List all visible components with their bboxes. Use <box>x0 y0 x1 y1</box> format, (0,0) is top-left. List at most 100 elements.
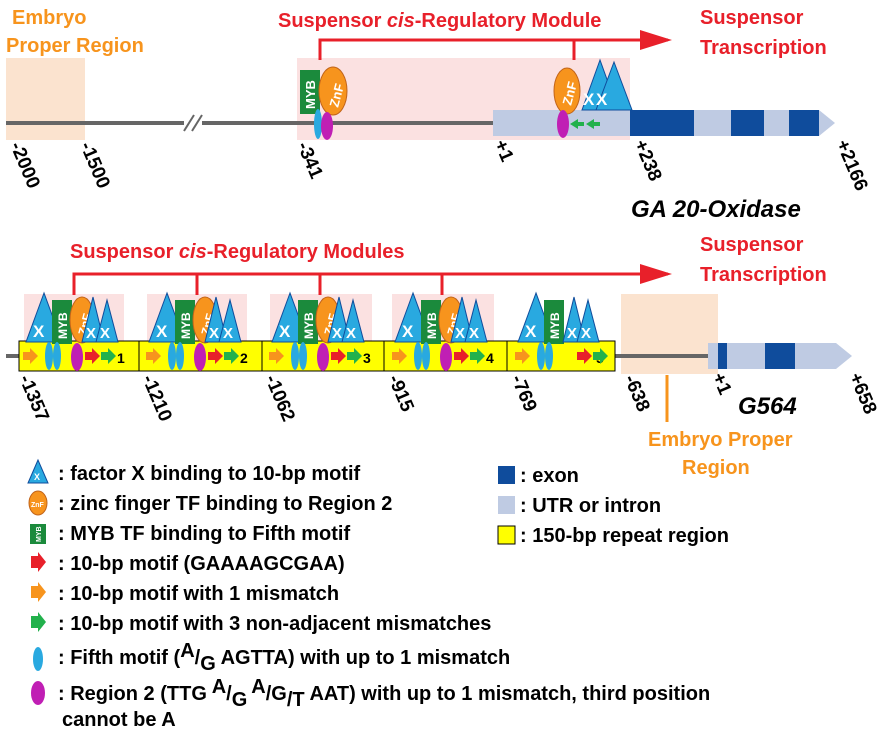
bottom-transcription-arrowhead <box>640 264 672 284</box>
top-module-bracket <box>318 38 576 60</box>
top-factors-gene: X X ZnF <box>553 58 633 138</box>
znf-tf-label: ZnF <box>326 82 347 109</box>
bottom-pos-label: -915 <box>383 372 417 416</box>
bottom-embryo-region-box <box>621 294 718 374</box>
legend-region2-text-line2: cannot be A <box>62 709 176 731</box>
legend-region2-text: : Region 2 (TTG A/GA/G/T AAT) with up to… <box>58 676 710 711</box>
orange-arrow <box>392 348 407 364</box>
fifth-motif <box>299 342 307 370</box>
myb-tf <box>298 300 318 344</box>
top-factors-341: MYB ZnF <box>300 66 348 140</box>
legend-item-text: : factor X binding to 10-bp motif <box>58 463 361 485</box>
green-arrow <box>586 119 600 129</box>
top-break-mark-1 <box>183 114 195 132</box>
legend-item-text: : 10-bp motif (GAAAAGCGAA) <box>58 553 345 575</box>
bottom-pos-label: -1210 <box>137 372 175 425</box>
bottom-pos-label: -769 <box>506 372 540 415</box>
factor-x-label: X <box>346 325 356 342</box>
region2-motif <box>557 110 569 138</box>
region2-motif <box>194 343 206 371</box>
top-pos-label: -2000 <box>5 139 43 192</box>
top-exon-1 <box>630 110 694 136</box>
bottom-transcription-line2: Transcription <box>700 264 827 286</box>
factor-x-label: X <box>86 325 96 342</box>
legend-item-text: : 10-bp motif with 1 mismatch <box>58 583 339 605</box>
legend-region2-icon <box>31 681 45 705</box>
top-pos-label: -341 <box>292 139 326 183</box>
legend-right-item-text: : 150-bp repeat region <box>520 525 729 547</box>
repeat-number: 1 <box>117 350 125 366</box>
myb-tf-label: MYB <box>179 312 193 339</box>
factor-x-label: X <box>223 325 233 342</box>
legend-znf-icon <box>28 490 48 516</box>
factor-x-label: X <box>33 322 45 341</box>
legend-red-arrow-icon <box>31 552 46 572</box>
fifth-motif <box>45 342 53 370</box>
factor-x-triangle <box>341 298 365 343</box>
fifth-motif <box>422 342 430 370</box>
bottom-exon-2 <box>765 343 795 369</box>
top-embryo-region-box <box>6 58 85 140</box>
legend-right-item-text: : UTR or intron <box>520 495 661 517</box>
red-arrow <box>208 348 223 364</box>
bottom-embryo-label-line1: Embryo Proper <box>648 429 793 451</box>
top-module-label: Suspensor cis-Regulatory Module <box>278 10 601 32</box>
fifth-motif <box>545 342 553 370</box>
znf-tf-label: ZnF <box>559 80 580 107</box>
top-gene-end <box>819 110 835 136</box>
legend-fifth-motif-icon <box>33 647 43 671</box>
bottom-pos-label: -1062 <box>260 372 298 425</box>
myb-tf <box>544 300 564 344</box>
factor-x-label: X <box>525 322 537 341</box>
green-arrow <box>570 119 584 129</box>
repeat-number: 4 <box>486 350 494 366</box>
myb-tf <box>52 300 72 344</box>
legend-myb-icon-label: MYB <box>36 526 43 542</box>
top-pos-label: -1500 <box>75 139 113 192</box>
myb-tf <box>300 70 320 114</box>
top-exon-3 <box>789 110 819 136</box>
factor-x-label: X <box>581 325 591 342</box>
factor-x-label: X <box>469 325 479 342</box>
fifth-motif <box>291 342 299 370</box>
orange-arrow <box>23 348 38 364</box>
orange-arrow <box>269 348 284 364</box>
myb-tf <box>421 300 441 344</box>
green-arrow <box>593 348 608 364</box>
legend-factor-x-icon-label: X <box>34 472 40 482</box>
factor-x-label: X <box>455 325 465 342</box>
fifth-motif <box>53 342 61 370</box>
bottom-gene-name: G564 <box>738 393 797 420</box>
repeat-number: 3 <box>363 350 371 366</box>
legend-item-text: : 10-bp motif with 3 non-adjacent mismat… <box>58 613 491 635</box>
factor-x-label: X <box>279 322 291 341</box>
fifth-motif <box>537 342 545 370</box>
factor-x-label: X <box>596 90 608 109</box>
myb-tf <box>175 300 195 344</box>
legend-factor-x-icon <box>27 458 49 484</box>
red-arrow <box>85 348 100 364</box>
top-transcription-arrowhead <box>640 30 672 50</box>
factor-x-label: X <box>567 325 577 342</box>
factor-x-triangle <box>464 298 488 343</box>
top-pos-label: +238 <box>629 137 665 185</box>
factor-x-triangle <box>218 298 242 343</box>
factor-x-triangle <box>576 298 600 343</box>
znf-tf <box>318 66 348 116</box>
top-gene-name: GA 20-Oxidase <box>631 196 801 223</box>
factor-x-label: X <box>332 325 342 342</box>
myb-tf-label: MYB <box>56 312 70 339</box>
factor-x-label: X <box>100 325 110 342</box>
fifth-motif <box>176 342 184 370</box>
orange-arrow <box>515 348 530 364</box>
bottom-module-label: Suspensor cis-Regulatory Modules <box>70 241 405 263</box>
legend-item-text: : zinc finger TF binding to Region 2 <box>58 493 392 515</box>
myb-tf-label: MYB <box>302 312 316 339</box>
bottom-pos-label: -638 <box>619 372 653 415</box>
factor-x-label: X <box>156 322 168 341</box>
bottom-diagram: Suspensor cis-Regulatory Modules Suspens… <box>6 234 880 479</box>
myb-tf-label: MYB <box>425 312 439 339</box>
